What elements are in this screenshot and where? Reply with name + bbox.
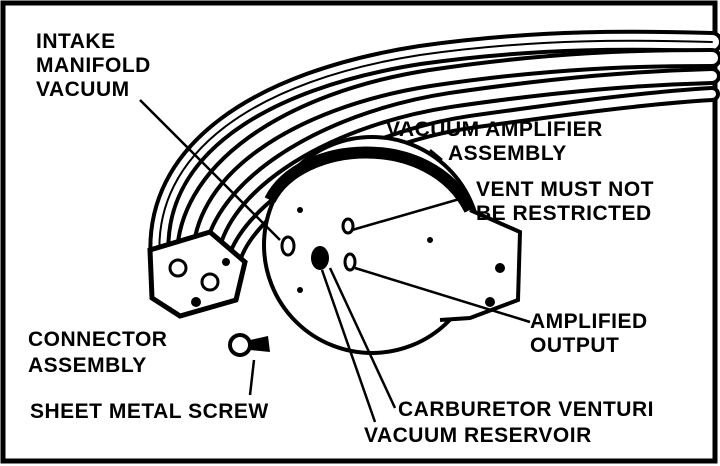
leader-lines (139, 99, 531, 423)
label-intake-line3: VACUUM (36, 78, 130, 101)
label-venturi: CARBURETOR VENTURI (398, 398, 654, 421)
label-vent-line2: BE RESTRICTED (476, 202, 652, 225)
label-intake-line1: INTAKE (36, 30, 116, 53)
label-connector-line2: ASSEMBLY (28, 354, 147, 377)
label-amplifier-line2: ASSEMBLY (448, 142, 567, 165)
amplifier-body (262, 135, 523, 355)
label-vent-line1: VENT MUST NOT (476, 178, 654, 201)
connector-assembly-part (147, 229, 248, 319)
label-reservoir: VACUUM RESERVOIR (364, 424, 592, 447)
label-connector-line1: CONNECTOR (28, 328, 167, 351)
vacuum-hoses (148, 29, 720, 278)
sheet-metal-screw-part (228, 333, 270, 357)
label-output-line1: AMPLIFIED (530, 310, 648, 333)
label-amplifier-line1: VACUUM AMPLIFIER (386, 118, 603, 141)
label-screw: SHEET METAL SCREW (30, 400, 269, 423)
label-intake-line2: MANIFOLD (36, 54, 151, 77)
label-output-line2: OUTPUT (530, 334, 619, 357)
